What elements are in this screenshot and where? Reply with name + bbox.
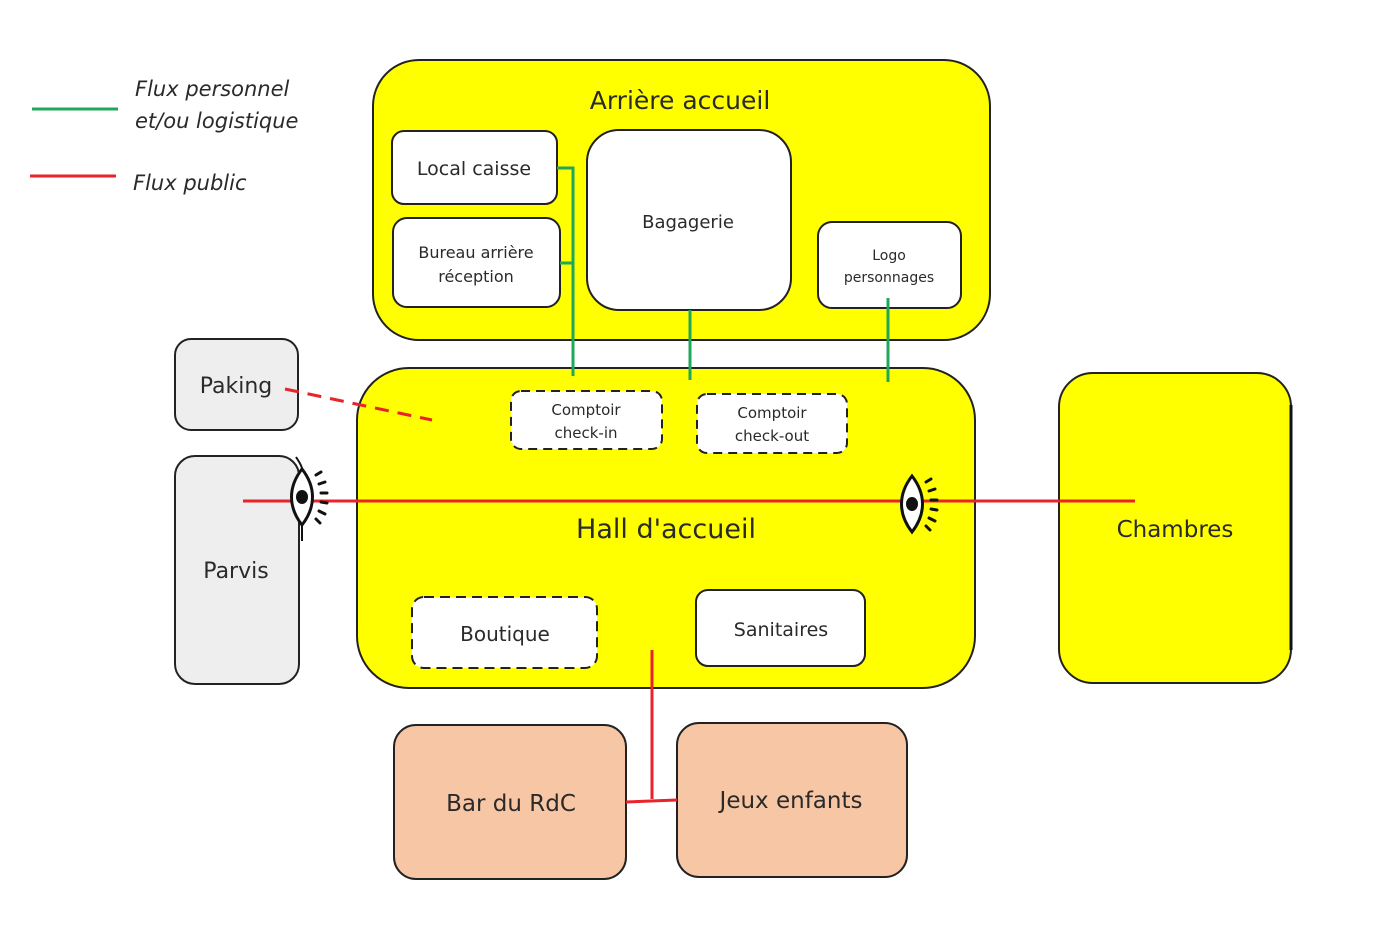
room-staff-housing-label-1: Logo	[872, 248, 906, 264]
eye-icon	[290, 456, 329, 541]
public-flow-bar-kids	[625, 798, 678, 804]
room-back-office	[392, 217, 561, 308]
room-checkin-label-2: check-in	[554, 424, 617, 442]
room-back-office-label-1: Bureau arrière	[418, 243, 533, 262]
zone-parking: Paking	[174, 338, 299, 431]
zone-hall: Hall d'accueil Comptoir check-in Comptoi…	[356, 367, 976, 689]
room-staff-housing	[817, 221, 962, 309]
room-toilets-label: Sanitaires	[734, 619, 828, 641]
room-checkin-label-1: Comptoir	[551, 401, 621, 419]
zone-forecourt: Parvis	[174, 455, 300, 685]
room-luggage-label: Bagagerie	[642, 212, 734, 233]
zone-forecourt-label: Parvis	[203, 559, 268, 584]
room-checkout	[696, 393, 848, 454]
room-back-office-label-2: réception	[438, 267, 514, 286]
zone-hall-title: Hall d'accueil	[576, 514, 756, 545]
room-toilets	[695, 589, 866, 667]
zone-back-office: Arrière accueil Local caisse Bureau arri…	[372, 59, 991, 341]
legend-staff-flow-label-1: Flux personnel	[135, 77, 290, 101]
zone-parking-label: Paking	[200, 374, 273, 399]
eye-icon	[900, 473, 939, 535]
room-shop	[411, 596, 598, 669]
room-checkout-label-1: Comptoir	[737, 404, 807, 422]
legend-staff-flow-label-2: et/ou logistique	[135, 109, 298, 133]
zone-kids: Jeux enfants	[676, 722, 908, 878]
room-checkout-label-2: check-out	[735, 427, 809, 445]
public-flow-parking-dashed	[284, 387, 433, 422]
staff-flow-cash-checkin	[557, 166, 575, 376]
zone-rooms-label: Chambres	[1117, 517, 1234, 543]
public-flow-lines	[243, 387, 1135, 804]
zone-rooms: Chambres	[1058, 372, 1293, 684]
legend-public-flow-label: Flux public	[133, 171, 247, 195]
room-shop-label: Boutique	[460, 622, 550, 646]
zone-back-office-title: Arrière accueil	[590, 86, 771, 115]
room-checkin	[510, 390, 663, 450]
legend: Flux personnel et/ou logistique Flux pub…	[30, 77, 298, 195]
room-staff-housing-label-2: personnages	[844, 270, 934, 286]
zone-bar: Bar du RdC	[393, 724, 627, 880]
room-cash-label: Local caisse	[417, 158, 531, 180]
zone-bar-label: Bar du RdC	[446, 791, 576, 817]
zone-kids-label: Jeux enfants	[718, 788, 863, 814]
staff-flow-lines	[557, 166, 890, 382]
